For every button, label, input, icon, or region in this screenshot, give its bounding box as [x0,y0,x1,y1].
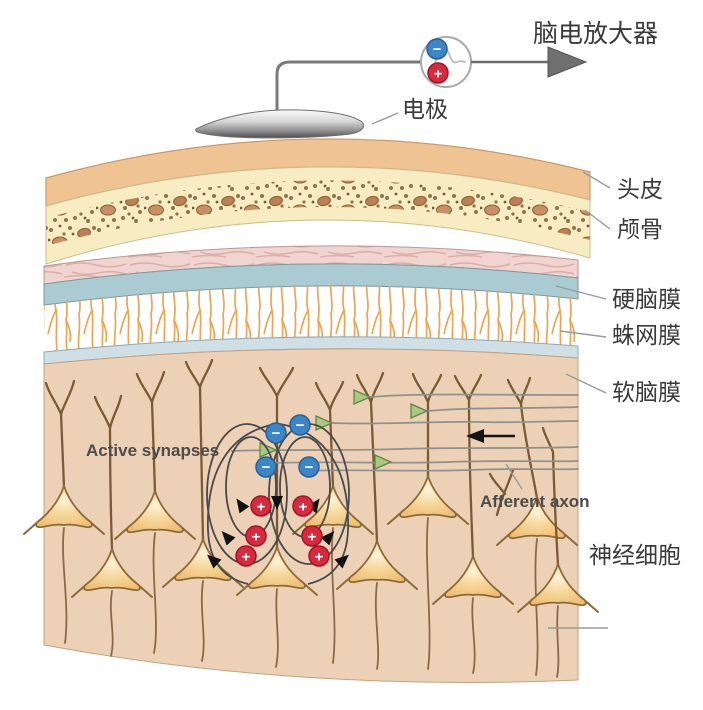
labels: 脑电放大器 电极 头皮 颅骨 硬脑膜 蛛网膜 软脑膜 神经细胞 Active s… [86,20,681,629]
electrode-label: 电极 [402,97,448,122]
scalp-label: 头皮 [617,177,663,202]
pyramidal-neuron [114,370,196,654]
tissue-layers [43,138,591,683]
positive-charge-icon [250,495,272,517]
leader-lines [371,112,611,629]
output-arrow-icon [471,46,588,78]
cortex-content [23,358,599,678]
current-dipole-loops [203,423,353,585]
pyramidal-neuron [71,394,153,657]
positive-charge-icon [301,525,323,547]
electrode-wire [275,60,421,118]
negative-charge-icon [298,456,320,478]
negative-charge-icon [255,456,277,478]
conduction-direction-arrow [466,429,515,443]
amplifier-label: 脑电放大器 [533,20,658,48]
arachnoid-label: 蛛网膜 [612,323,681,348]
pyramidal-neuron [517,426,599,678]
afferent-axon-lines [231,393,579,472]
positive-charge-icon [308,545,330,567]
dendrite-branch [488,468,515,517]
pyramidal-neuron [162,358,244,662]
subarachnoid-trabeculae [44,285,578,352]
cortex-tissue [43,348,579,683]
pyramidal-neuron [496,376,578,676]
negative-charge-icon [426,38,448,60]
bone-marrow-band [46,180,590,246]
positive-charge-icon [245,525,267,547]
positive-charge-icon [235,545,257,567]
positive-charge-icon [292,495,314,517]
afferent-axon-label: Afferent axon [480,492,590,511]
recording-equipment [195,36,588,139]
pia-label: 软脑膜 [612,380,681,405]
negative-charge-icon [289,414,311,436]
pyramidal-neuron [292,380,374,664]
nerve-cells-label: 神经细胞 [589,543,681,568]
skull-label: 颅骨 [617,217,663,242]
pyramidal-neuron [387,372,469,670]
pyramidal-neurons [23,358,599,678]
positive-charge-icon [427,62,449,84]
pyramidal-neuron [23,379,105,644]
pyramidal-neuron [336,371,418,670]
electrode-disc [195,109,364,139]
active-synapses-label: Active synapses [86,441,219,460]
pyramidal-neuron [432,373,514,674]
dura-label: 硬脑膜 [612,287,681,312]
negative-charge-icon [265,422,287,444]
